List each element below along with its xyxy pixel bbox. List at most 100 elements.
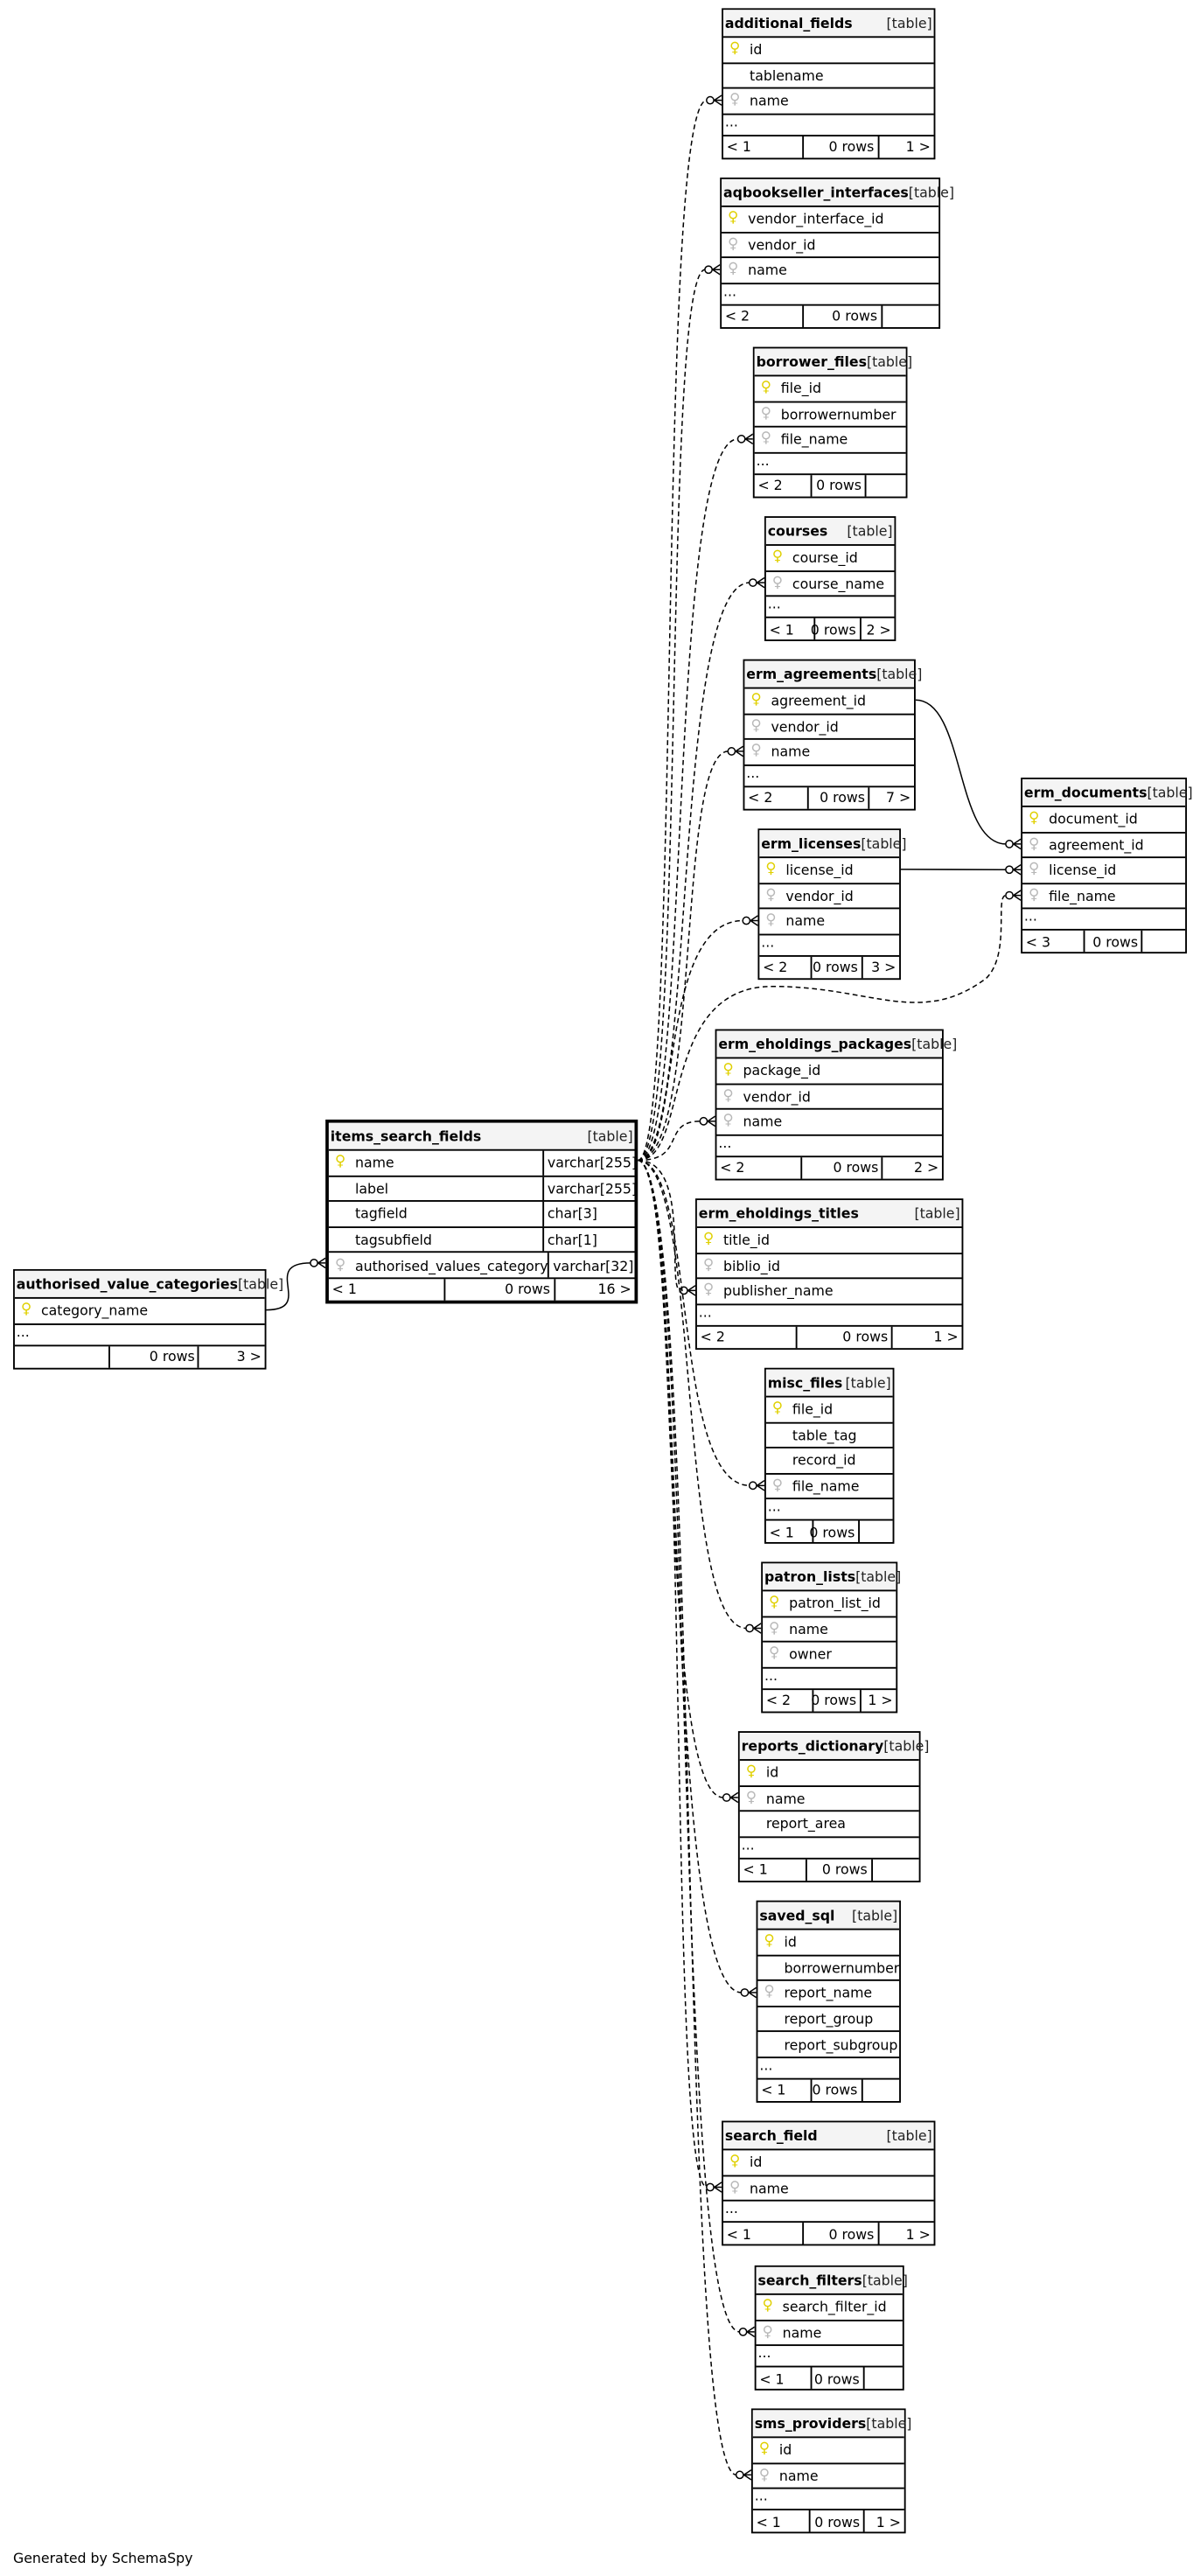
column-name[interactable]: patron_list_id [785,1595,896,1612]
parents-count[interactable]: < 3 [1022,932,1085,953]
column-row[interactable]: ♀vendor_id [716,1085,941,1110]
column-name[interactable]: package_id [740,1063,942,1079]
table-name[interactable]: additional_fields [725,15,853,31]
column-name[interactable]: license_id [783,862,899,878]
table-name[interactable]: aqbookseller_interfaces [723,185,909,201]
column-row[interactable]: ♀package_id [716,1058,941,1084]
parents-count[interactable]: < 2 [716,1157,802,1178]
more-columns[interactable]: ... [763,1668,896,1689]
table-header[interactable]: search_field[table] [723,2122,934,2150]
column-row[interactable]: ♀title_id [697,1228,962,1253]
column-name[interactable]: report_subgroup [781,2036,899,2053]
more-columns[interactable]: ... [753,2489,904,2510]
table-name[interactable]: erm_licenses [761,835,861,852]
column-name[interactable]: name [779,2324,903,2341]
children-count[interactable] [860,1521,893,1542]
table-header[interactable]: erm_agreements[table] [744,661,914,689]
parents-count[interactable]: < 2 [697,1326,798,1347]
parents-count[interactable] [15,1346,110,1367]
children-count[interactable]: 2 > [883,1157,942,1178]
column-row[interactable]: ♀agreement_id [744,689,914,715]
column-row[interactable]: ♀category_name [15,1299,265,1324]
table-erm-agreements[interactable]: erm_agreements[table]♀agreement_id♀vendo… [743,660,916,811]
more-columns[interactable]: ... [740,1838,919,1859]
column-row[interactable]: ♀owner [763,1643,896,1668]
table-header[interactable]: courses[table] [766,518,895,546]
table-header[interactable]: reports_dictionary[table] [740,1733,919,1761]
column-row[interactable]: ♀document_id [1022,807,1185,833]
column-row[interactable]: ♀name [763,1617,896,1643]
children-count[interactable] [862,2080,899,2101]
table-name[interactable]: authorised_value_categories [17,1275,238,1292]
column-row[interactable]: ♀name [723,2176,934,2202]
children-count[interactable]: 7 > [870,787,914,808]
more-columns[interactable]: ... [697,1305,962,1326]
table-name[interactable]: search_field [725,2127,818,2144]
table-header[interactable]: borrower_files[table] [755,348,906,376]
more-columns[interactable]: ... [759,935,899,956]
column-name[interactable]: file_id [789,1401,892,1418]
column-name[interactable]: name [785,1621,896,1637]
column-row[interactable]: ♀id [757,1930,899,1956]
column-name[interactable]: name [746,2180,933,2196]
column-row[interactable]: ♀license_id [759,858,899,883]
more-columns[interactable]: ... [716,1135,941,1156]
table-erm-documents[interactable]: erm_documents[table]♀document_id♀agreeme… [1021,778,1187,954]
column-name[interactable]: document_id [1045,811,1185,827]
column-name[interactable]: name [783,913,899,930]
column-name[interactable]: tagsubfield [352,1232,542,1248]
column-name[interactable]: borrowernumber [778,406,906,422]
children-count[interactable] [867,475,906,496]
column-name[interactable]: file_id [778,380,906,397]
table-name[interactable]: patron_lists [764,1568,855,1585]
column-name[interactable]: name [740,1113,942,1130]
table-name[interactable]: erm_agreements [746,666,876,682]
column-name[interactable]: vendor_id [783,888,899,904]
table-header[interactable]: erm_eholdings_packages[table] [716,1030,941,1058]
children-count[interactable]: 1 > [879,136,934,157]
column-row[interactable]: ♀id [723,38,934,63]
column-row[interactable]: report_group [757,2007,899,2032]
column-name[interactable]: course_id [789,549,894,566]
more-columns[interactable]: ... [757,2346,903,2367]
more-columns[interactable]: ... [766,597,895,618]
column-name[interactable]: agreement_id [768,693,914,709]
column-row[interactable]: ♀name [716,1110,941,1135]
column-row[interactable]: ♀course_id [766,546,895,571]
parents-count[interactable]: < 2 [755,475,813,496]
column-row[interactable]: ♀agreement_id [1022,833,1185,858]
children-count[interactable]: 1 > [865,2510,904,2531]
more-columns[interactable]: ... [723,115,934,136]
column-name[interactable]: label [352,1180,542,1197]
parents-count[interactable]: < 1 [723,2223,803,2244]
table-header[interactable]: erm_documents[table] [1022,779,1185,807]
column-row[interactable]: ♀borrowernumber [755,402,906,428]
table-header[interactable]: patron_lists[table] [763,1563,896,1591]
parents-count[interactable]: < 2 [763,1690,813,1711]
children-count[interactable]: 3 > [863,956,900,977]
column-row[interactable]: borrowernumber [757,1956,899,1981]
more-columns[interactable]: ... [1022,910,1185,931]
column-name[interactable]: report_area [763,1816,919,1833]
column-row[interactable]: report_area [740,1812,919,1838]
column-row[interactable]: ♀file_id [755,376,906,401]
column-row[interactable]: ♀file_id [766,1398,893,1423]
table-header[interactable]: items_search_fields[table] [329,1123,635,1151]
parents-count[interactable]: < 1 [329,1279,445,1300]
column-name[interactable]: borrowernumber [781,1959,900,1976]
column-row[interactable]: ♀vendor_id [744,715,914,740]
column-row[interactable]: ♀course_name [766,571,895,597]
column-name[interactable]: agreement_id [1045,836,1185,853]
column-name[interactable]: tablename [746,67,933,84]
column-name[interactable]: id [763,1764,919,1781]
table-name[interactable]: items_search_fields [331,1127,481,1144]
children-count[interactable] [872,1859,918,1880]
table-header[interactable]: authorised_value_categories[table] [15,1271,265,1299]
table-borrower-files[interactable]: borrower_files[table]♀file_id♀borrowernu… [753,347,908,499]
table-header[interactable]: erm_eholdings_titles[table] [697,1200,962,1228]
column-row[interactable]: ♀license_id [1022,858,1185,883]
column-row[interactable]: ♀name [722,258,938,283]
table-name[interactable]: search_filters [757,2272,862,2288]
